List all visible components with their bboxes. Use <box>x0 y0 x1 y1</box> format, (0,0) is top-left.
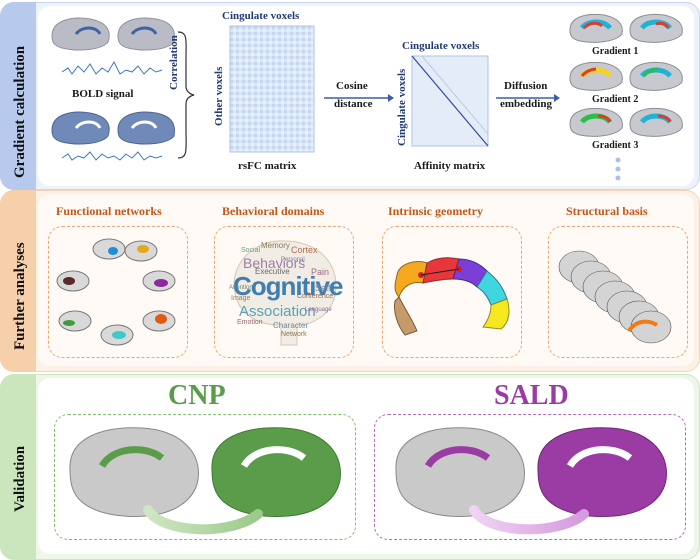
cingulate-voxels-affinity-side-label: Cingulate voxels <box>396 68 408 146</box>
cnp-box <box>54 414 356 540</box>
cosine-label: Cosine <box>336 80 368 92</box>
card-title-functional-networks: Functional networks <box>56 204 162 218</box>
rsfc-matrix-label: rsFC matrix <box>238 160 297 172</box>
bold-signal-top-wave <box>61 60 163 75</box>
validation-title: Validation <box>12 445 28 512</box>
word-cloud-word-character: Character <box>273 321 309 330</box>
gradient-3-label: Gradient 3 <box>592 140 639 151</box>
word-cloud-word-image: Image <box>231 295 251 302</box>
structural-slices <box>558 250 672 344</box>
rsfc-matrix <box>229 25 315 153</box>
diffusion-label: Diffusion <box>504 80 548 92</box>
gradient-2-label: Gradient 2 <box>592 94 639 105</box>
card-title-structural-basis: Structural basis <box>566 204 648 218</box>
gradient-calculation-sidebar: Gradient calculation <box>0 2 36 190</box>
word-cloud-word-behaviors: Behaviors <box>243 255 306 271</box>
card-title-behavioral-domains: Behavioral domains <box>222 204 325 218</box>
gradient-calculation-title: Gradient calculation <box>12 45 28 178</box>
word-cloud-word-association: Association <box>239 303 316 320</box>
cingulate-voxels-top-label: Cingulate voxels <box>222 10 300 22</box>
affinity-matrix <box>411 55 489 147</box>
word-cloud-word-attention: Attention <box>229 285 253 291</box>
functional-networks-card <box>48 226 188 358</box>
word-cloud-word-self: Self <box>315 283 331 293</box>
word-cloud-word-cortex: Cortex <box>291 245 318 255</box>
affinity-matrix-label: Affinity matrix <box>414 160 486 172</box>
further-analyses-sidebar: Further analyses <box>0 190 36 372</box>
word-cloud-word-personal: Personal <box>281 257 305 263</box>
sald-box <box>374 414 686 540</box>
brain-pair-bottom <box>51 111 175 145</box>
word-cloud-word-social: Social <box>241 247 261 254</box>
sald-brains <box>395 427 667 535</box>
diffusion-arrow <box>496 94 560 102</box>
gradient-1-brains <box>569 13 683 43</box>
bold-signal-label: BOLD signal <box>72 88 134 100</box>
structural-basis-card <box>548 226 688 358</box>
bold-signal-bottom-wave <box>61 151 163 161</box>
gradient-2-brains <box>569 61 683 91</box>
word-cloud-word-memory: Memory <box>261 241 290 250</box>
distance-label: distance <box>334 98 373 110</box>
cnp-title: CNP <box>168 380 226 411</box>
further-analyses-title: Further analyses <box>12 242 28 350</box>
gradient-1-label: Gradient 1 <box>592 46 639 57</box>
behavioral-domains-card: Cognitive Behaviors Association Memory C… <box>214 226 354 358</box>
sald-title: SALD <box>494 380 569 411</box>
word-cloud-word-network: Network <box>281 331 307 338</box>
word-cloud-word-emotion: Emotion <box>237 319 263 326</box>
brain-pair-top <box>51 17 175 51</box>
word-cloud-main: Cognitive <box>233 271 343 301</box>
word-cloud-word-conference: Conference <box>297 293 334 300</box>
word-cloud-brain-outline <box>233 240 337 346</box>
validation-sidebar: Validation <box>0 374 36 560</box>
cingulate-voxels-affinity-top-label: Cingulate voxels <box>402 40 480 52</box>
correlation-brace <box>177 31 195 159</box>
word-cloud-word-language: Language <box>305 307 332 313</box>
word-cloud-word-executive: Executive <box>255 267 290 276</box>
more-gradients-dots <box>615 157 621 181</box>
other-voxels-label: Other voxels <box>213 66 225 126</box>
cingulum-segments <box>394 257 510 336</box>
cnp-brains <box>69 427 341 535</box>
word-cloud-word-pain: Pain <box>311 267 330 277</box>
cosine-arrow <box>324 94 394 102</box>
gradient-3-brains <box>569 107 683 137</box>
intrinsic-geometry-card <box>382 226 522 358</box>
embedding-label: embedding <box>500 98 552 110</box>
card-title-intrinsic-geometry: Intrinsic geometry <box>388 204 483 218</box>
functional-networks-ring <box>56 238 176 346</box>
